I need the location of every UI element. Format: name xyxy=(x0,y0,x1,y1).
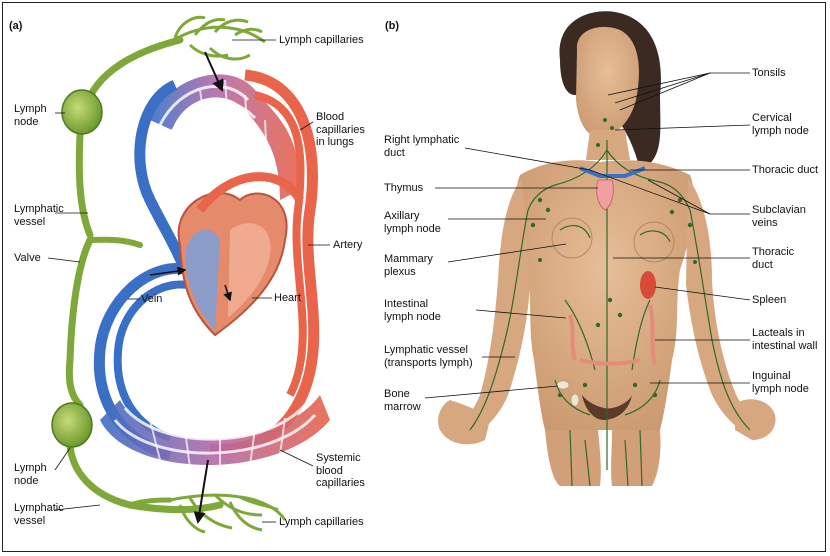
heart-shape xyxy=(179,177,300,335)
label-tonsils: Tonsils xyxy=(752,67,786,80)
label-lymph-node-bottom: Lymph node xyxy=(14,462,47,487)
label-blood-capillaries-lungs: Blood capillaries in lungs xyxy=(316,111,365,149)
label-artery: Artery xyxy=(333,239,362,252)
label-lymphatic-vessel-transports: Lymphatic vessel (transports lymph) xyxy=(384,344,473,369)
label-subclavian-veins: Subclavian veins xyxy=(752,204,806,229)
label-lymphatic-vessel-bottom: Lymphatic vessel xyxy=(14,502,64,527)
spleen xyxy=(640,271,656,299)
label-systemic-blood-capillaries: Systemic blood capillaries xyxy=(316,452,365,490)
label-right-lymphatic-duct: Right lymphatic duct xyxy=(384,134,459,159)
label-cervical-lymph-node: Cervical lymph node xyxy=(752,112,809,137)
label-thoracic-duct-lower: Thoracic duct xyxy=(752,246,794,271)
label-thoracic-duct-upper: Thoracic duct xyxy=(752,164,818,177)
label-lymphatic-vessel-top: Lymphatic vessel xyxy=(14,203,64,228)
lymph-node-bottom xyxy=(52,403,92,447)
label-heart: Heart xyxy=(274,292,301,305)
label-spleen: Spleen xyxy=(752,294,786,307)
lymph-node-top xyxy=(62,90,102,134)
label-intestinal-lymph-node: Intestinal lymph node xyxy=(384,298,441,323)
label-bone-marrow: Bone marrow xyxy=(384,388,421,413)
label-lymph-capillaries-top: Lymph capillaries xyxy=(279,34,364,47)
label-axillary-lymph-node: Axillary lymph node xyxy=(384,210,441,235)
label-mammary-plexus: Mammary plexus xyxy=(384,253,433,278)
label-inguinal-lymph-node: Inguinal lymph node xyxy=(752,370,809,395)
label-lymph-node-top: Lymph node xyxy=(14,103,47,128)
panel-b-marker: (b) xyxy=(385,20,399,32)
lymph-capillaries-bottom-tree xyxy=(170,495,285,532)
label-thymus: Thymus xyxy=(384,182,423,195)
label-valve: Valve xyxy=(14,252,41,265)
label-vein: Vein xyxy=(141,293,162,306)
label-lacteals: Lacteals in intestinal wall xyxy=(752,327,817,352)
label-lymph-capillaries-bottom: Lymph capillaries xyxy=(279,516,364,529)
panel-a-marker: (a) xyxy=(9,20,22,32)
lymph-capillaries-top-tree xyxy=(170,17,265,59)
